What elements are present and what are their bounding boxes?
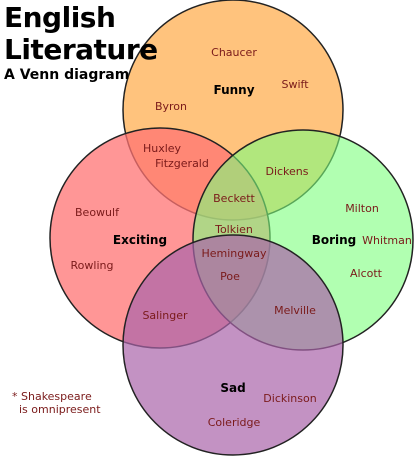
- title-line-1: English: [4, 1, 116, 34]
- footnote-line-1: * Shakespeare: [12, 390, 92, 403]
- author-salinger: Salinger: [142, 309, 188, 322]
- author-melville: Melville: [274, 304, 316, 317]
- author-byron: Byron: [155, 100, 187, 113]
- author-poe: Poe: [220, 270, 240, 283]
- author-dickens: Dickens: [265, 165, 308, 178]
- author-beckett: Beckett: [213, 192, 255, 205]
- author-beowulf: Beowulf: [75, 206, 120, 219]
- author-chaucer: Chaucer: [211, 46, 257, 59]
- author-coleridge: Coleridge: [208, 416, 261, 429]
- author-fitzgerald: Fitzgerald: [155, 157, 209, 170]
- label-funny: Funny: [213, 83, 254, 97]
- author-whitman: Whitman: [362, 234, 412, 247]
- label-sad: Sad: [220, 381, 245, 395]
- circle-sad: [122, 234, 344, 456]
- footnote: * Shakespeare is omnipresent: [12, 390, 101, 416]
- author-alcott: Alcott: [350, 267, 383, 280]
- author-rowling: Rowling: [71, 259, 114, 272]
- subtitle: A Venn diagram: [4, 67, 130, 83]
- label-exciting: Exciting: [113, 233, 167, 247]
- author-huxley: Huxley: [143, 142, 182, 155]
- footnote-line-2: is omnipresent: [12, 403, 101, 416]
- author-hemingway: Hemingway: [201, 247, 267, 260]
- title-block: English Literature A Venn diagram: [4, 1, 158, 84]
- title-line-2: Literature: [4, 33, 158, 66]
- author-dickinson: Dickinson: [263, 392, 316, 405]
- author-milton: Milton: [345, 202, 379, 215]
- author-swift: Swift: [281, 78, 309, 91]
- author-tolkien: Tolkien: [214, 223, 253, 236]
- label-boring: Boring: [312, 233, 357, 247]
